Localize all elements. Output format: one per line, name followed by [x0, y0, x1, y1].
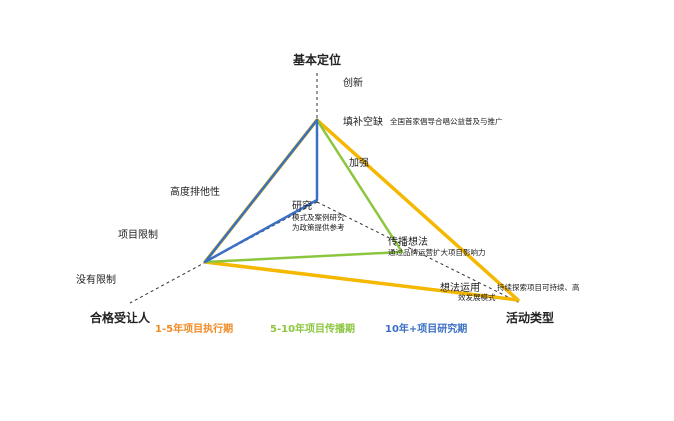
label-fill-gap-desc: 全国首家倡导合唱公益普及与推广: [390, 116, 503, 126]
triangle-spread-period: [203, 118, 404, 264]
label-apply-desc-2: 效发展模式: [458, 292, 496, 302]
label-spread-desc: 通过品牌运营扩大项目影响力: [388, 247, 486, 257]
label-research-desc-2: 为政策提供参考: [292, 222, 345, 232]
legend-spread-period: 5-10年项目传播期: [270, 322, 355, 335]
label-innovate: 创新: [343, 76, 363, 89]
legend-execution-period: 1-5年项目执行期: [155, 322, 233, 335]
right-axis-line: [316, 201, 521, 304]
axis-title-left: 合格受让人: [90, 310, 151, 325]
label-apply: 想法运用: [440, 281, 480, 294]
triangle-execution-period: [203, 118, 520, 302]
label-strengthen: 加强: [349, 157, 369, 169]
label-research: 研究: [292, 199, 312, 212]
label-spread: 传播想法: [388, 235, 428, 248]
label-research-desc-1: 模式及案例研究: [292, 212, 345, 222]
triangle-research-period: [203, 118, 319, 264]
legend-research-period: 10年+项目研究期: [385, 322, 467, 335]
axis-title-top: 基本定位: [292, 52, 341, 67]
axis-title-right: 活动类型: [506, 310, 554, 325]
label-project-limit: 项目限制: [118, 228, 158, 241]
label-high-exclusive: 高度排他性: [170, 185, 220, 198]
label-apply-desc-1: 持续探索项目可持续、高: [497, 282, 580, 292]
label-no-limit: 没有限制: [76, 273, 116, 286]
label-fill-gap: 填补空缺: [343, 115, 383, 128]
